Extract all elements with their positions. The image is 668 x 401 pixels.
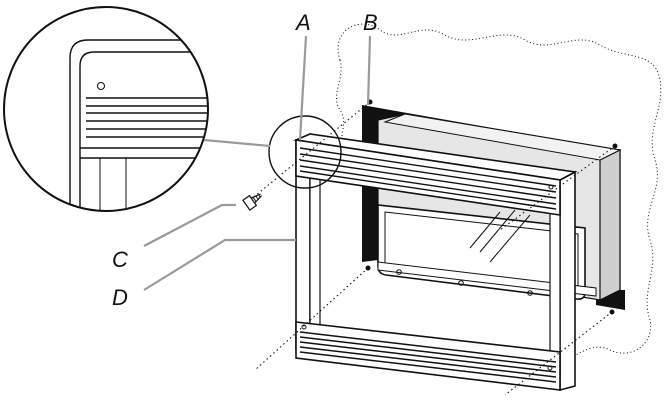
leader-d: [143, 238, 296, 291]
trim-frame: [293, 133, 578, 392]
label-b: B: [363, 10, 378, 35]
detail-magnifier: [3, 6, 209, 212]
label-a: A: [294, 10, 311, 35]
screw-icon: [242, 193, 263, 211]
wall-screw-hole-bottom-left: [365, 265, 371, 271]
detail-connector-line: [203, 138, 271, 148]
leader-a: [298, 35, 308, 141]
leader-c: [143, 203, 236, 247]
detail-callout-circle: [268, 115, 342, 189]
alignment-lines: [249, 101, 616, 396]
label-d: D: [112, 285, 128, 310]
wall-outline: [335, 23, 662, 357]
wall-screw-hole-bottom-right: [609, 309, 615, 315]
label-c: C: [112, 247, 128, 272]
leader-b: [366, 35, 372, 106]
frame-lower-rail: [377, 261, 597, 297]
wall-screw-hole-top-right: [612, 143, 618, 149]
